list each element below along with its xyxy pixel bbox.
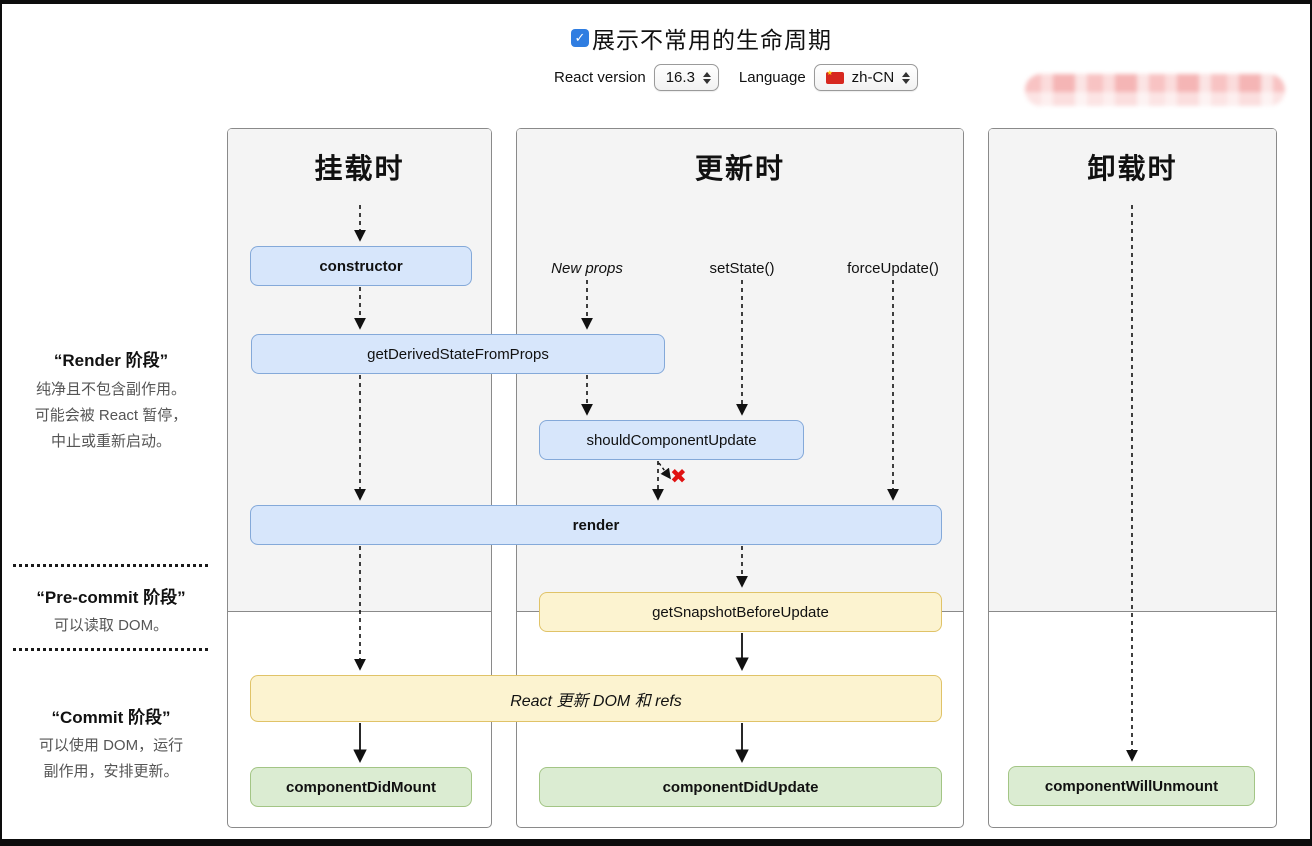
column-mounting: 挂载时	[227, 128, 492, 828]
phase-desc-commit: 可以使用 DOM，运行 副作用，安排更新。	[2, 733, 220, 785]
trigger-set-state: setState()	[709, 260, 775, 277]
box-get-snapshot-before-update[interactable]: getSnapshotBeforeUpdate	[539, 592, 942, 632]
language-select[interactable]: ★ zh-CN	[813, 64, 919, 91]
select-spinner-icon	[702, 71, 711, 84]
page-title: 展示不常用的生命周期	[592, 27, 832, 53]
column-unmounting: 卸载时	[988, 128, 1277, 828]
phase-desc-line: 可以使用 DOM，运行	[38, 737, 184, 754]
render-phase-background	[989, 129, 1276, 612]
language-value: zh-CN	[851, 69, 895, 86]
phase-desc-line: 可以读取 DOM。	[53, 617, 169, 634]
column-updating: 更新时	[516, 128, 964, 828]
column-title-mounting: 挂载时	[314, 153, 405, 184]
language-label: Language	[738, 69, 806, 86]
box-get-derived-state-from-props[interactable]: getDerivedStateFromProps	[251, 334, 665, 374]
phase-desc-render: 纯净且不包含副作用。 可能会被 React 暂停， 中止或重新启动。	[2, 377, 220, 455]
phase-label-render: “Render 阶段”	[53, 351, 169, 370]
trigger-new-props: New props	[551, 260, 623, 277]
react-version-label: React version	[554, 69, 646, 86]
box-render[interactable]: render	[250, 505, 942, 545]
box-component-did-update[interactable]: componentDidUpdate	[539, 767, 942, 807]
box-component-will-unmount[interactable]: componentWillUnmount	[1008, 766, 1255, 806]
phase-label-commit: “Commit 阶段”	[51, 708, 171, 727]
show-uncommon-checkbox[interactable]: ✓	[571, 29, 589, 47]
phase-label-precommit: “Pre-commit 阶段”	[36, 588, 186, 607]
column-title-unmounting: 卸载时	[1087, 153, 1178, 184]
box-constructor[interactable]: constructor	[250, 246, 472, 286]
dotted-divider	[13, 564, 208, 567]
cn-flag-icon: ★	[825, 69, 844, 84]
column-title-updating: 更新时	[694, 153, 785, 184]
flag-star-icon: ★	[826, 69, 833, 77]
select-spinner-icon	[902, 71, 911, 84]
trigger-force-update: forceUpdate()	[847, 260, 939, 277]
dotted-divider	[13, 648, 208, 651]
skip-render-x-icon: ✖	[670, 466, 687, 488]
box-react-updates-dom: React 更新 DOM 和 refs	[250, 675, 942, 722]
box-component-did-mount[interactable]: componentDidMount	[250, 767, 472, 807]
phase-desc-line: 可能会被 React 暂停，	[34, 407, 188, 424]
box-should-component-update[interactable]: shouldComponentUpdate	[539, 420, 804, 460]
phase-desc-line: 纯净且不包含副作用。	[35, 381, 186, 398]
show-uncommon-lifecycles-toggle-row: ✓ 展示不常用的生命周期	[571, 21, 832, 55]
phase-desc-precommit: 可以读取 DOM。	[2, 613, 220, 639]
phase-desc-line: 中止或重新启动。	[50, 433, 171, 450]
react-version-select[interactable]: 16.3	[653, 64, 719, 91]
sponsor-redacted-banner	[1025, 74, 1285, 106]
phase-desc-line: 副作用，安排更新。	[43, 763, 179, 780]
check-icon: ✓	[574, 30, 586, 45]
controls-row: React version 16.3 Language ★ zh-CN	[554, 64, 919, 91]
react-version-value: 16.3	[665, 69, 695, 86]
